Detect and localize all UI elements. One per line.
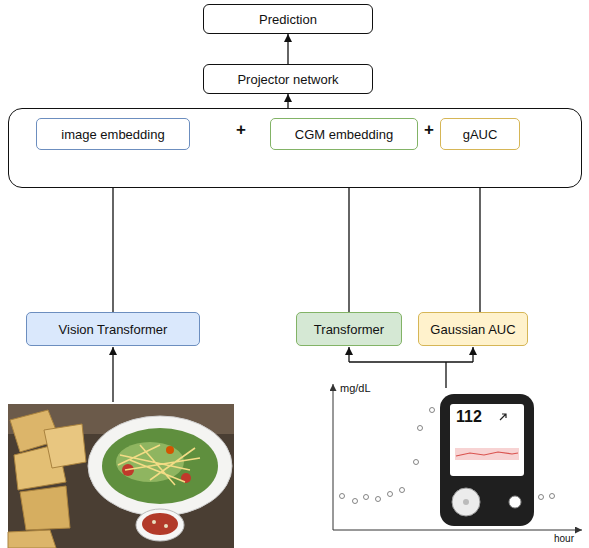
node-text: Projector network — [237, 72, 338, 87]
cgm-plot — [333, 384, 582, 530]
node-text: image embedding — [61, 127, 164, 142]
node-text: Vision Transformer — [59, 322, 168, 337]
axis-label: hour — [554, 533, 574, 544]
process-box: Projector network — [203, 64, 373, 94]
encoder-box: Transformer — [296, 312, 402, 346]
axis-label: mg/dL — [340, 382, 371, 394]
node-text: Transformer — [314, 322, 384, 337]
food-photo — [8, 404, 234, 548]
flow-arrow — [287, 34, 288, 64]
cgm-device — [440, 394, 534, 526]
flow-arrow — [287, 94, 288, 108]
plus-sign: + — [424, 120, 434, 140]
input-fork — [349, 347, 473, 388]
encoder-box: Gaussian AUC — [418, 312, 528, 346]
input-arrow — [112, 347, 113, 402]
node-text: gAUC — [463, 127, 498, 142]
feature-box: gAUC — [440, 118, 520, 150]
node-text: Gaussian AUC — [430, 322, 515, 337]
output-box: Prediction — [203, 4, 373, 34]
fusion-container: + + image embedding CGM embedding gAUC — [8, 108, 582, 188]
plus-sign: + — [236, 120, 246, 140]
embedding-box: CGM embedding — [270, 118, 418, 150]
node-text: Prediction — [259, 12, 317, 27]
embedding-box: image embedding — [36, 118, 190, 150]
encoder-box: Vision Transformer — [26, 312, 200, 346]
node-text: CGM embedding — [295, 127, 393, 142]
device-reading: 112 — [456, 408, 482, 426]
